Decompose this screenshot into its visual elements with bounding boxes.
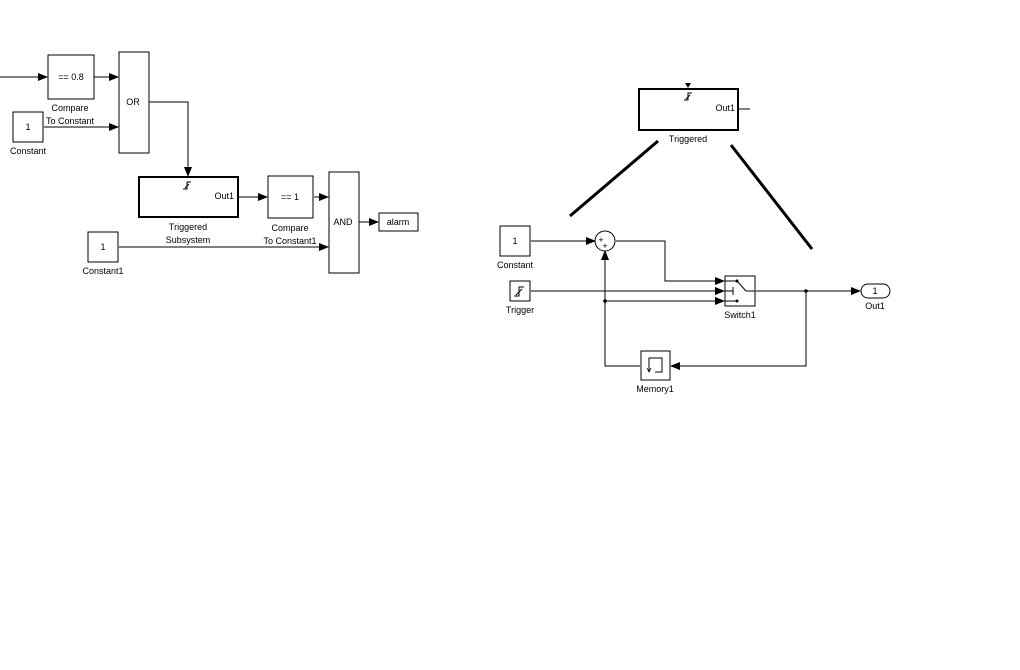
sum-plus-sign-1: +: [598, 235, 603, 245]
out1-port-block[interactable]: 1: [860, 283, 891, 299]
triggered-out1-port: Out1: [715, 103, 735, 113]
out1-port-number: 1: [872, 286, 877, 296]
left-model: == 0.8 Compare To Constant 1 Constant OR…: [0, 51, 419, 276]
trigger-label: Trigger: [506, 305, 534, 315]
switch1-block[interactable]: [724, 275, 756, 307]
sum-block[interactable]: + +: [594, 230, 616, 252]
trigger-block[interactable]: [509, 280, 531, 302]
constant-label: Constant: [10, 146, 47, 156]
switch-icon: [725, 279, 755, 303]
constant-value: 1: [25, 122, 30, 132]
memory-icon: [648, 357, 663, 373]
triggered-label: Triggered: [669, 134, 707, 144]
subsystem-out1-port: Out1: [214, 191, 234, 201]
triggered-subsystem-block[interactable]: Out1: [138, 176, 239, 218]
callout-line-left: [569, 139, 659, 218]
signal-or-to-trigger[interactable]: [149, 101, 192, 177]
right-model: Out1 Triggered 1 Constant + +: [497, 83, 891, 394]
alarm-label: alarm: [387, 217, 410, 227]
and-block[interactable]: AND: [328, 171, 360, 274]
rising-edge-trigger-icon: [684, 92, 692, 101]
or-block[interactable]: OR: [118, 51, 150, 154]
out1-label: Out1: [865, 301, 885, 311]
switch1-label: Switch1: [724, 310, 756, 320]
compare1-value: == 1: [281, 192, 299, 202]
rising-edge-trigger-icon: [514, 286, 524, 297]
constant1-value: 1: [100, 242, 105, 252]
callout-line-right: [729, 144, 814, 250]
or-label: OR: [126, 97, 140, 107]
memory1-block[interactable]: [640, 350, 671, 381]
subsystem-label-line1: Triggered: [169, 222, 207, 232]
sum-plus-sign-2: +: [602, 241, 607, 251]
rising-edge-trigger-icon: [183, 181, 191, 190]
signal-memory-to-sum[interactable]: [601, 250, 640, 367]
compare1-label-line1: Compare: [271, 223, 308, 233]
constant-block-right[interactable]: 1: [499, 225, 531, 257]
constant-right-value: 1: [512, 236, 517, 246]
compare-label-line1: Compare: [51, 103, 88, 113]
constant-block[interactable]: 1: [12, 111, 44, 143]
branch-point-output: [804, 289, 808, 293]
compare-value: == 0.8: [58, 72, 84, 82]
subsystem-label-line2: Subsystem: [166, 235, 211, 245]
memory-arrow-icon: [646, 367, 652, 373]
and-label: AND: [333, 217, 353, 227]
trigger-port-arrow-icon: [685, 83, 691, 88]
compare1-label-line2: To Constant1: [263, 236, 316, 246]
triggered-block[interactable]: Out1: [638, 83, 739, 131]
signal-sum-to-switch[interactable]: [616, 240, 725, 285]
constant1-label: Constant1: [82, 266, 123, 276]
compare-to-constant-block[interactable]: == 0.8: [47, 54, 95, 100]
constant1-block[interactable]: 1: [87, 231, 119, 263]
alarm-block[interactable]: alarm: [378, 212, 419, 232]
signal-out-to-memory[interactable]: [670, 291, 807, 370]
constant-right-label: Constant: [497, 260, 534, 270]
branch-point-memory: [603, 299, 607, 303]
memory1-label: Memory1: [636, 384, 674, 394]
compare-label-line2: To Constant: [46, 116, 95, 126]
compare-to-constant1-block[interactable]: == 1: [267, 175, 314, 219]
